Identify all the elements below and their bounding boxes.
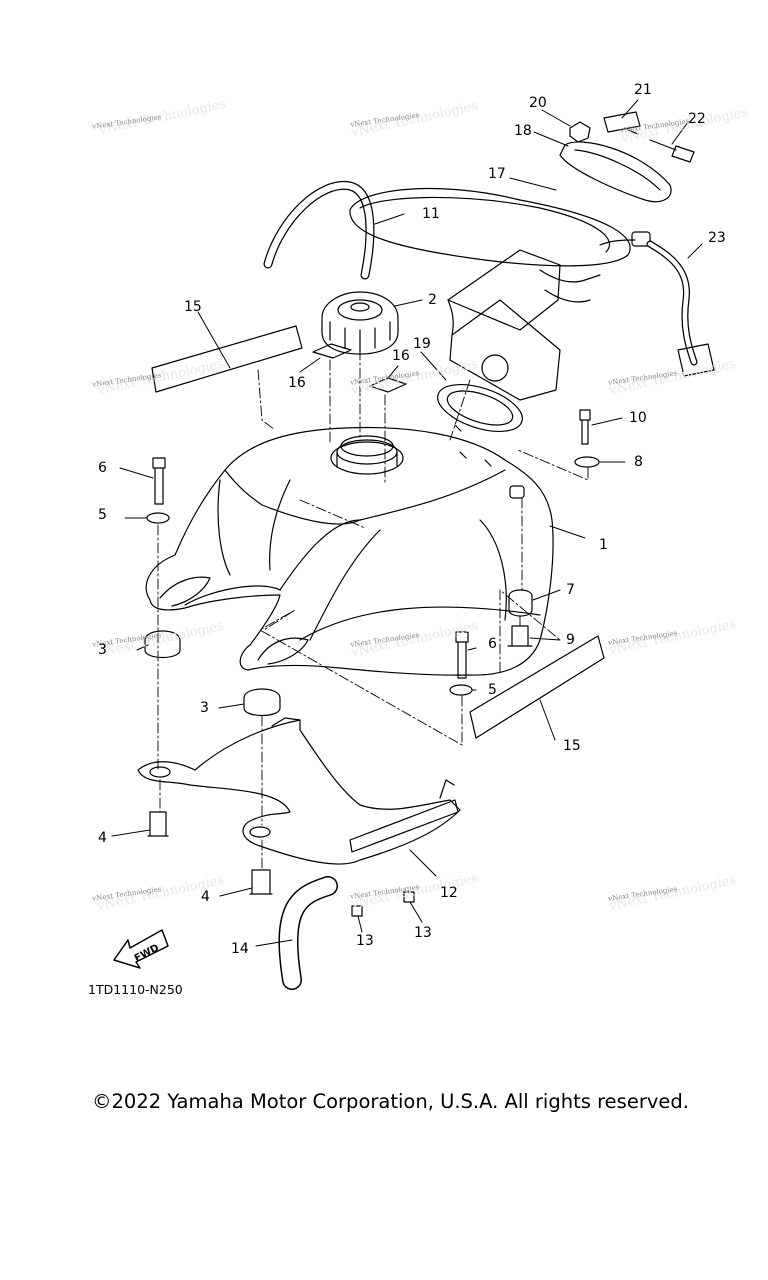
callout-11: 11 (422, 206, 440, 222)
damper-strip-upper (151, 325, 303, 393)
callout-14: 14 (231, 941, 249, 957)
callout-12: 12 (440, 885, 458, 901)
fuel-pump-assembly (349, 188, 651, 401)
diagram-code: 1TD1110-N250 (88, 982, 183, 997)
callout-17: 17 (488, 166, 506, 182)
callout-15-upper: 15 (184, 299, 202, 315)
collar-9 (507, 625, 533, 647)
bolt-6-left (152, 457, 166, 505)
callout-5-right: 5 (488, 682, 497, 698)
callout-4-upper: 4 (98, 830, 107, 846)
callout-10: 10 (629, 410, 647, 426)
grommet-7 (508, 589, 533, 617)
callout-9: 9 (566, 632, 575, 648)
nut-13-right (403, 891, 415, 903)
callout-21: 21 (634, 82, 652, 98)
callout-6-left: 6 (98, 460, 107, 476)
pad-16-left (312, 343, 352, 359)
grommet-3-upper (144, 630, 181, 659)
callout-13-right: 13 (414, 925, 432, 941)
forward-arrow-icon: FWD (113, 929, 169, 969)
callout-1: 1 (599, 537, 608, 553)
callout-3-upper: 3 (98, 642, 107, 658)
grommet-3-lower (243, 688, 281, 717)
bolt-10 (579, 409, 591, 445)
fuel-tank (145, 424, 554, 676)
drain-hose (278, 876, 338, 990)
callout-23: 23 (708, 230, 726, 246)
copyright-notice: ©2022 Yamaha Motor Corporation, U.S.A. A… (92, 1090, 689, 1113)
breather-hose (263, 180, 375, 280)
callout-4-lower: 4 (201, 889, 210, 905)
nut-13-left (351, 905, 363, 917)
callout-18: 18 (514, 123, 532, 139)
callout-7: 7 (566, 582, 575, 598)
bolt-6-right (455, 631, 469, 679)
callout-13-left: 13 (356, 933, 374, 949)
washer-8 (574, 456, 600, 468)
leader-lines (111, 99, 703, 947)
washer-5-left (146, 512, 170, 524)
callout-8: 8 (634, 454, 643, 470)
pad-16-right (369, 377, 407, 393)
bolt-20 (569, 121, 591, 143)
retainer-plate (559, 141, 672, 203)
callout-15-lower: 15 (563, 738, 581, 754)
tank-bracket (137, 717, 461, 865)
callout-20: 20 (529, 95, 547, 111)
callout-3-lower: 3 (200, 700, 209, 716)
callout-6-right: 6 (488, 636, 497, 652)
fuel-cap (321, 291, 399, 355)
pump-gasket (437, 384, 523, 432)
collar-4-upper (147, 811, 169, 837)
assembly-lines (157, 349, 589, 871)
collar-4-lower (249, 869, 273, 895)
callout-16-right: 16 (392, 348, 410, 364)
fuel-line-23 (646, 240, 715, 377)
callout-22: 22 (688, 111, 706, 127)
callout-19: 19 (413, 336, 431, 352)
callout-16-left: 16 (288, 375, 306, 391)
fitting-22 (649, 139, 695, 163)
callout-5-left: 5 (98, 507, 107, 523)
damper-strip-lower (469, 635, 605, 739)
washer-5-right (449, 684, 473, 696)
callout-2: 2 (428, 292, 437, 308)
